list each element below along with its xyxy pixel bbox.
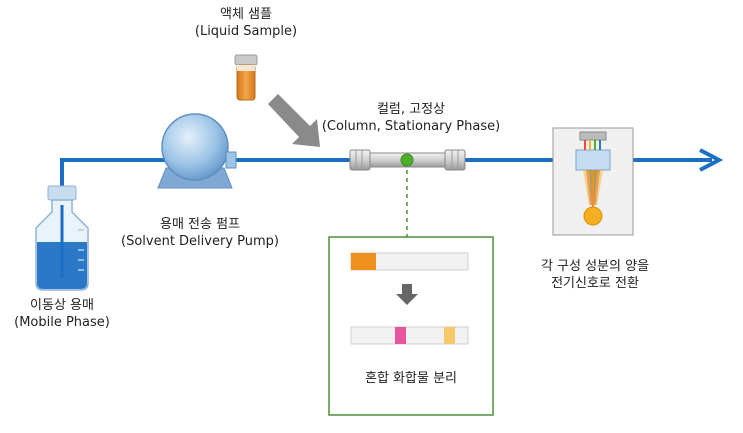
band-orange [351, 253, 376, 270]
mobile-phase-bottle-icon [35, 185, 89, 291]
mobile-phase-en: (Mobile Phase) [14, 315, 110, 330]
band-after [350, 326, 469, 345]
band-yellow [444, 327, 455, 344]
separation-box [328, 236, 494, 416]
column-ko: 컬럼, 고정상 [376, 102, 446, 117]
detector-label: 각 구성 성분의 양을 전기신호로 전환 [520, 258, 670, 292]
column-label: 컬럼, 고정상 (Column, Stationary Phase) [321, 101, 501, 135]
pump-label: 용매 전송 펌프 (Solvent Delivery Pump) [110, 216, 290, 250]
band-pink [395, 327, 406, 344]
pump-en: (Solvent Delivery Pump) [121, 234, 279, 249]
column-icon [349, 149, 466, 171]
pump-ko: 용매 전송 펌프 [159, 217, 241, 232]
separation-text: 혼합 화합물 분리 [365, 371, 457, 386]
liquid-sample-en: (Liquid Sample) [194, 24, 298, 39]
detector-icon [552, 127, 634, 236]
down-arrow [396, 284, 418, 305]
detector-line2: 전기신호로 전환 [551, 276, 639, 291]
column-en: (Column, Stationary Phase) [321, 119, 501, 134]
liquid-sample-ko: 액체 샘플 [220, 7, 272, 22]
separation-label: 혼합 화합물 분리 [331, 370, 491, 387]
detector-line1: 각 구성 성분의 양을 [540, 259, 650, 274]
sample-vial-icon [234, 54, 258, 101]
pump-icon [157, 113, 237, 189]
mobile-phase-ko: 이동상 용매 [30, 298, 94, 313]
mobile-phase-label: 이동상 용매 (Mobile Phase) [2, 297, 122, 331]
sample-injection-arrow [268, 94, 320, 147]
liquid-sample-label: 액체 샘플 (Liquid Sample) [186, 6, 306, 40]
